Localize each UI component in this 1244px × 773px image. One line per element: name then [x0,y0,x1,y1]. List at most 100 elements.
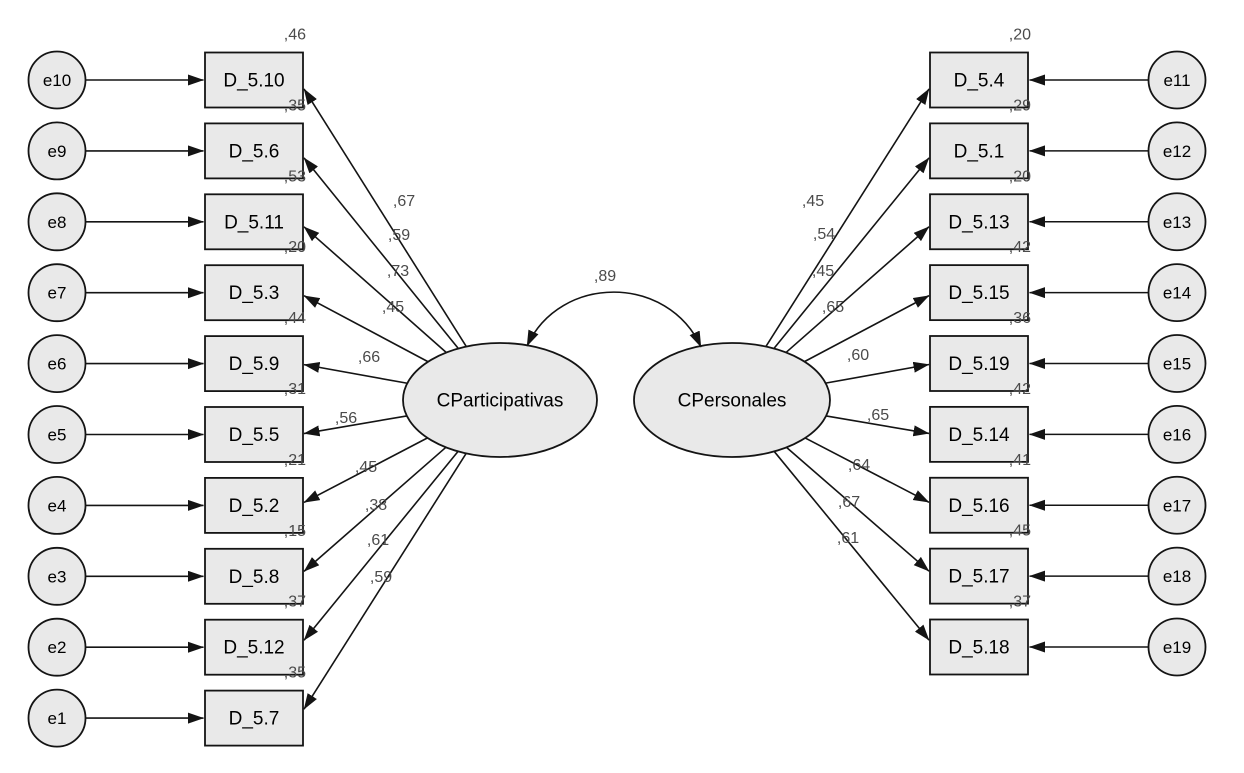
error-e8 [27,192,87,252]
loading-arrow-D_5.2 [303,437,428,504]
loading-arrow-D_5.7 [303,452,467,710]
loading-arrow-D_5.4 [765,88,930,347]
box-label-D_5.8: D_5.8 [229,567,280,588]
loading-label-D_5.17: ,67 [838,494,860,511]
error-e9 [27,121,87,181]
loading-arrow-D_5.11 [303,226,447,354]
box-D_5.3 [204,264,304,322]
error-e5 [27,405,87,464]
r2-D_5.10: ,46 [284,27,306,44]
r2-D_5.17: ,45 [1009,523,1031,540]
loading-label-D_5.8: ,38 [365,497,387,514]
error-e7 [27,263,87,323]
box-label-D_5.19: D_5.19 [948,354,1009,375]
error-label-e13: e13 [1163,213,1191,232]
error-label-e18: e18 [1163,567,1191,586]
correlation-arrow [526,291,702,348]
r2-D_5.5: ,31 [284,381,306,398]
error-label-e1: e1 [48,709,67,728]
error-label-e16: e16 [1163,425,1191,444]
error-label-e8: e8 [48,213,67,232]
box-label-D_5.6: D_5.6 [229,141,280,162]
loading-label-D_5.2: ,45 [355,459,377,476]
correlation-label: ,89 [594,268,616,285]
error-e19 [1147,617,1207,677]
error-e1 [27,688,87,748]
r2-D_5.19: ,36 [1009,310,1031,327]
error-e11 [1147,50,1207,110]
r2-D_5.11: ,53 [284,168,306,185]
r2-D_5.18: ,37 [1009,594,1031,611]
box-label-D_5.9: D_5.9 [229,354,280,375]
loading-label-D_5.15: ,65 [822,299,844,316]
box-label-D_5.4: D_5.4 [954,71,1005,92]
r2-D_5.13: ,20 [1009,168,1031,185]
loading-arrow-D_5.3 [303,294,429,363]
box-label-D_5.13: D_5.13 [948,212,1009,233]
loading-arrow-D_5.12 [303,450,459,641]
error-e4 [27,475,87,535]
r2-D_5.2: ,21 [284,452,306,469]
loading-label-D_5.16: ,64 [848,457,870,474]
latent-label-CParticipativas: CParticipativas [437,391,564,412]
box-D_5.1 [929,122,1029,180]
box-label-D_5.18: D_5.18 [948,638,1009,659]
box-label-D_5.2: D_5.2 [229,496,280,517]
loading-arrow-D_5.16 [804,437,930,504]
latent-ellipse-CParticipativas [402,342,598,458]
box-D_5.15 [929,264,1029,322]
r2-D_5.6: ,35 [284,97,306,114]
error-label-e19: e19 [1163,638,1191,657]
loading-arrow-D_5.8 [303,446,447,572]
box-label-D_5.12: D_5.12 [223,638,284,659]
error-e2 [27,617,87,677]
error-label-e14: e14 [1163,284,1191,303]
box-D_5.5 [204,406,304,463]
loading-arrow-D_5.6 [303,157,459,350]
loading-label-D_5.11: ,73 [387,263,409,280]
box-D_5.11 [204,193,304,251]
box-D_5.2 [204,476,304,534]
r2-D_5.14: ,42 [1009,381,1031,398]
box-label-D_5.5: D_5.5 [229,425,280,446]
box-label-D_5.1: D_5.1 [954,141,1005,162]
loading-label-D_5.19: ,60 [847,347,869,364]
r2-D_5.3: ,20 [284,239,306,256]
box-D_5.8 [204,547,304,605]
loading-label-D_5.3: ,45 [382,299,404,316]
box-D_5.6 [204,122,304,180]
loading-label-D_5.9: ,66 [358,349,380,366]
error-label-e5: e5 [48,426,67,445]
loading-arrow-D_5.5 [303,415,408,437]
r2-D_5.12: ,37 [284,594,306,611]
loading-label-D_5.1: ,54 [813,226,835,243]
box-D_5.16 [929,476,1029,534]
box-label-D_5.15: D_5.15 [948,283,1009,304]
box-D_5.7 [204,689,304,747]
loading-label-D_5.6: ,59 [388,227,410,244]
box-D_5.12 [204,618,304,676]
box-D_5.18 [929,618,1029,676]
error-e12 [1147,121,1207,181]
error-label-e7: e7 [48,284,67,303]
latent-ellipse-CPersonales [633,342,831,458]
loading-arrow-D_5.1 [773,157,930,349]
loading-label-D_5.4: ,45 [802,193,824,210]
loading-arrow-D_5.13 [785,226,930,354]
box-label-D_5.7: D_5.7 [229,709,280,730]
box-label-D_5.14: D_5.14 [948,425,1010,446]
loading-arrow-D_5.14 [825,415,930,437]
latent-label-CPersonales: CPersonales [678,391,787,412]
r2-D_5.4: ,20 [1009,27,1031,44]
box-D_5.13 [929,193,1029,251]
loading-arrow-D_5.15 [804,294,930,363]
error-label-e17: e17 [1163,496,1191,515]
error-label-e6: e6 [48,355,67,374]
error-label-e12: e12 [1163,142,1191,161]
box-label-D_5.3: D_5.3 [229,283,280,304]
loading-label-D_5.18: ,61 [837,530,859,547]
r2-D_5.8: ,15 [284,523,306,540]
box-D_5.9 [204,335,304,393]
